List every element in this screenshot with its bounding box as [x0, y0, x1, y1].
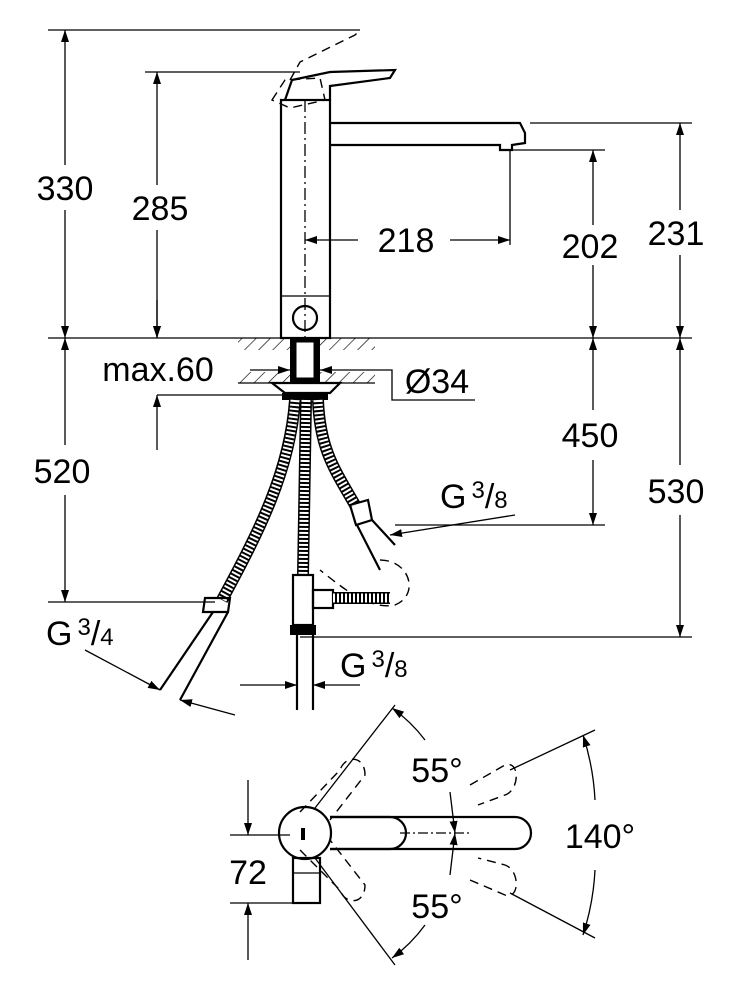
angle-total: 140° [565, 818, 635, 856]
dim-520: 520 [34, 453, 91, 491]
dim-530: 530 [648, 473, 705, 511]
dim-231: 231 [648, 215, 705, 253]
dim-max-60: max.60 [102, 351, 214, 389]
lever-top [330, 815, 533, 851]
angle-lower: 55° [411, 888, 462, 926]
hoses [159, 399, 410, 710]
dim-218: 218 [378, 222, 435, 260]
spout [330, 121, 527, 152]
hose-end-left [159, 611, 229, 701]
faucet-side-view [270, 29, 527, 340]
dimension-lines [48, 29, 692, 716]
lever-open-outline [289, 29, 361, 81]
countertop [238, 338, 375, 400]
dim-330: 330 [37, 170, 94, 208]
dim-450: 450 [562, 417, 619, 455]
dim-285: 285 [132, 190, 189, 228]
lever [283, 68, 398, 101]
dim-202: 202 [562, 228, 619, 266]
faucet-top-view [230, 704, 596, 966]
angle-upper: 55° [411, 752, 462, 790]
dim-72: 72 [229, 854, 267, 892]
dim-hole-diameter: Ø34 [405, 363, 469, 401]
dimension-labels: 330 285 218 202 231 max.60 Ø34 450 530 5… [34, 170, 705, 926]
